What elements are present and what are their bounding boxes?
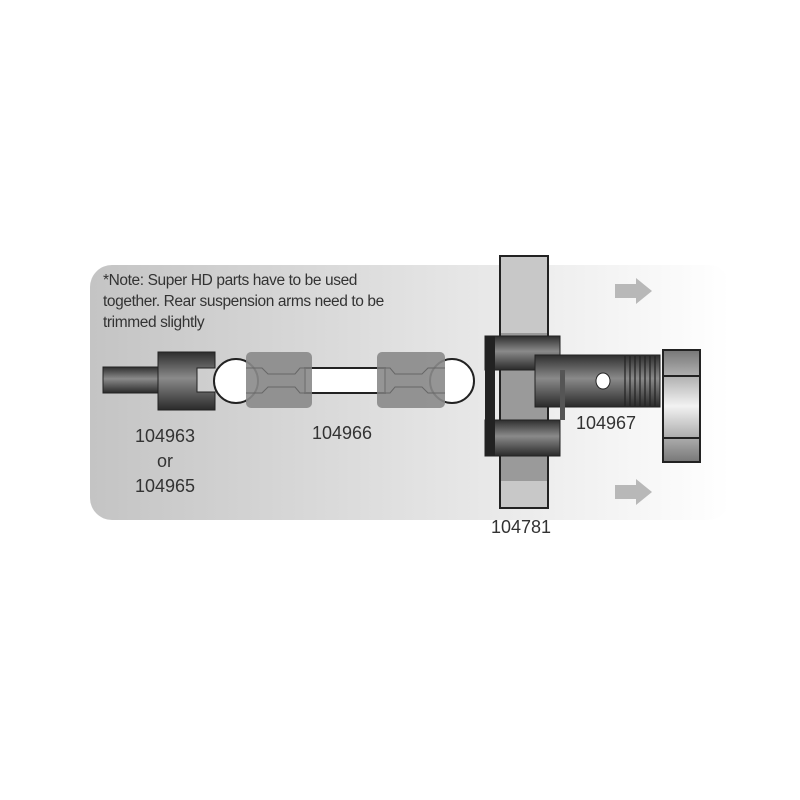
note-line: together. Rear suspension arms need to b…	[103, 293, 384, 310]
driveshaft-part	[213, 352, 475, 408]
or-text: or	[156, 451, 173, 471]
driveshaft-label: 104966	[311, 423, 373, 443]
note-line: *Note: Super HD parts have to be used	[103, 272, 358, 289]
note-text: *Note: Super HD parts have to be used to…	[103, 270, 443, 333]
cup-label: 104963 or 104965	[120, 424, 210, 499]
arrow-right-icon	[615, 278, 652, 304]
axle-label: 104967	[575, 413, 637, 433]
part-number: 104963	[134, 426, 196, 446]
cup-part	[102, 351, 216, 411]
hub-label: 104781	[490, 517, 552, 537]
part-number-alt: 104965	[134, 476, 196, 496]
note-line: trimmed slightly	[103, 314, 205, 331]
arrow-right-icon	[615, 479, 652, 505]
axle-part	[484, 335, 661, 457]
nut-part	[662, 349, 701, 463]
